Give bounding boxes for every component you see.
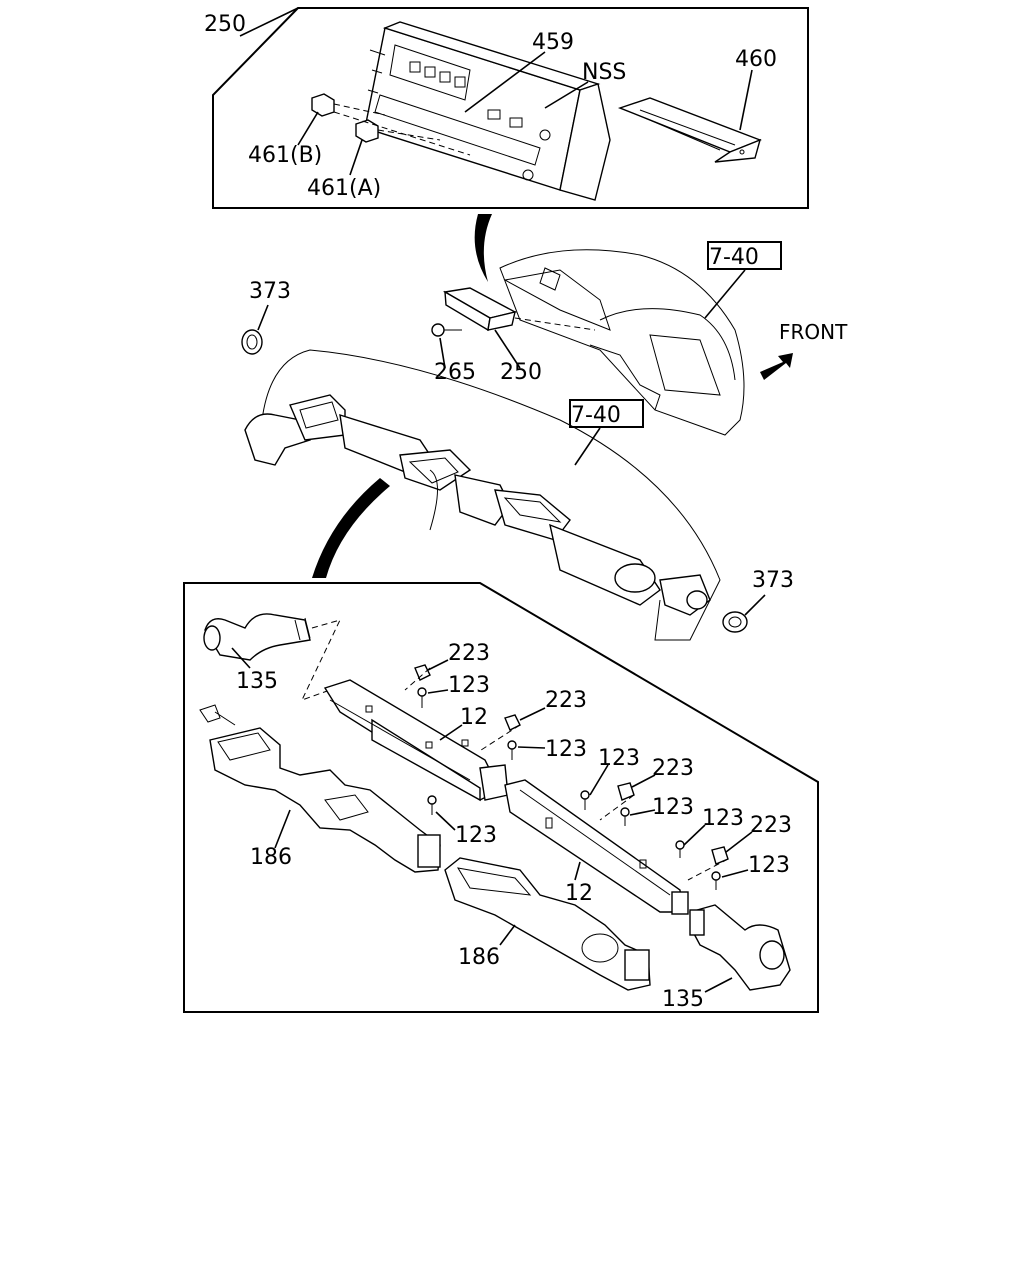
knob-461b: [311, 93, 335, 117]
grommet-dash-right: [686, 590, 708, 610]
duct-12-lower: [504, 779, 689, 915]
connector-arrow-mid: [312, 478, 390, 578]
grommet-373-right: [722, 611, 748, 633]
label-front: FRONT: [779, 320, 848, 344]
knob-461a: [355, 119, 379, 143]
label-461b: 461(B): [248, 143, 322, 168]
duct-186-right: [444, 857, 651, 991]
connector-arrow-top: [474, 214, 492, 282]
ref-box-740-lower: [569, 399, 644, 428]
label-123-g: 123: [748, 853, 790, 878]
label-ref-740-upper: 7-40: [709, 245, 759, 270]
label-186-right: 186: [458, 945, 500, 970]
label-12-lower: 12: [565, 881, 593, 906]
label-459: 459: [532, 30, 574, 55]
screw-123-b: [507, 740, 517, 760]
label-250-mid: 250: [500, 360, 542, 385]
front-arrow-icon: [760, 353, 793, 380]
control-head-459: [364, 21, 611, 201]
label-123-c: 123: [455, 823, 497, 848]
clip-223-a: [414, 664, 431, 681]
label-ref-740-lower: 7-40: [571, 403, 621, 428]
module-250-mid: [442, 287, 517, 332]
duct-detail-box: [183, 582, 819, 1013]
duct-12-upper: [323, 679, 509, 802]
label-nss: NSS: [582, 60, 626, 85]
label-223-a: 223: [448, 641, 490, 666]
clip-223-b: [504, 714, 521, 731]
label-223-d: 223: [750, 813, 792, 838]
label-135-right: 135: [662, 987, 704, 1012]
instrument-panel-upper: [499, 249, 745, 436]
screw-123-d: [580, 790, 590, 810]
screw-123-e: [620, 807, 630, 826]
clip-223-c: [617, 782, 635, 801]
label-123-b: 123: [545, 737, 587, 762]
label-265: 265: [434, 360, 476, 385]
control-unit-detail-box: [212, 7, 809, 209]
label-373-left: 373: [249, 279, 291, 304]
screw-123-g: [711, 871, 721, 890]
module-460: [617, 97, 762, 163]
label-123-d: 123: [598, 746, 640, 771]
grommet-373-left: [241, 329, 263, 355]
screw-123-a: [417, 687, 427, 708]
screw-123-c: [427, 795, 437, 815]
duct-135-left: [203, 613, 311, 661]
label-223-b: 223: [545, 688, 587, 713]
ref-box-740-upper: [707, 241, 782, 270]
duct-assembly-main: [244, 394, 711, 616]
label-461a: 461(A): [307, 176, 381, 201]
clip-223-d: [711, 846, 729, 865]
duct-186-left: [199, 704, 441, 873]
duct-135-right: [689, 904, 791, 991]
label-12-upper: 12: [460, 705, 488, 730]
label-223-c: 223: [652, 756, 694, 781]
screw-123-f: [675, 840, 685, 858]
label-460: 460: [735, 47, 777, 72]
label-135-left: 135: [236, 669, 278, 694]
label-373-right: 373: [752, 568, 794, 593]
label-123-f: 123: [702, 806, 744, 831]
label-250-top: 250: [204, 12, 246, 37]
label-123-a: 123: [448, 673, 490, 698]
screw-265: [431, 323, 462, 337]
label-123-e: 123: [652, 795, 694, 820]
label-186-left: 186: [250, 845, 292, 870]
